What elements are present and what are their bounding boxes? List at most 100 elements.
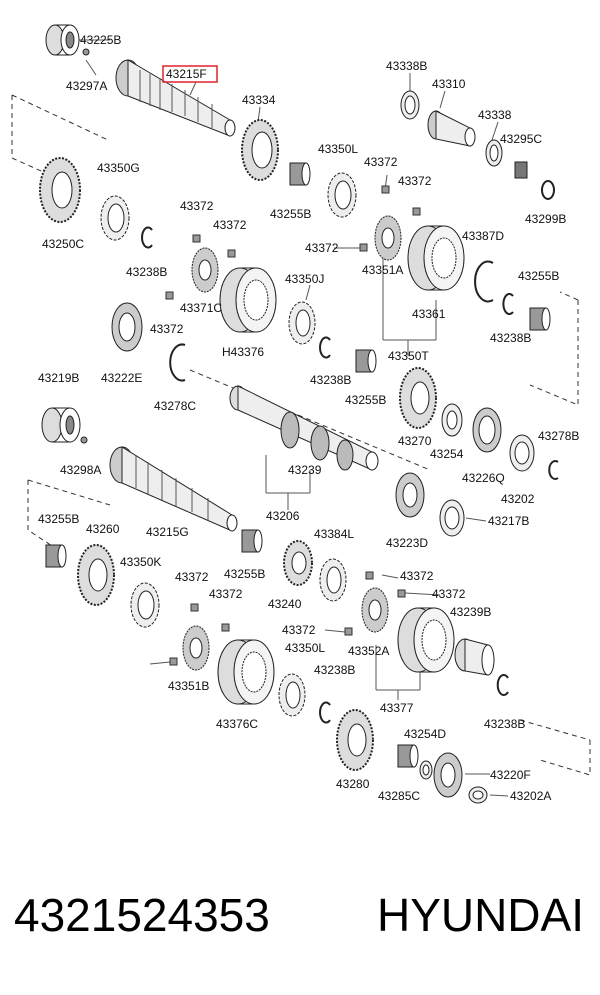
- part-label: 43202: [501, 492, 535, 506]
- leader-line: [305, 284, 311, 301]
- key-43372: [169, 657, 178, 666]
- part-label: 43372: [209, 587, 243, 601]
- shaft-43215F: [115, 59, 236, 137]
- part-label: 43361: [412, 307, 446, 321]
- part-label: 43351A: [362, 263, 403, 277]
- dashed-outline: [11, 94, 109, 141]
- part-label: 43384L: [314, 527, 354, 541]
- gear-43334: [241, 119, 279, 181]
- snap-ring-43278B: [548, 460, 559, 480]
- shaft-43239: [229, 385, 379, 471]
- part-label: 43225B: [80, 33, 121, 47]
- part-label: 43372: [150, 322, 184, 336]
- ring-43223D: [395, 472, 425, 518]
- part-label: 43238B: [126, 265, 167, 279]
- needle-bearing-43254D: [397, 744, 419, 768]
- hub-43371C: [191, 247, 219, 293]
- part-label: 43226Q: [462, 471, 505, 485]
- sleeve-43376C: [217, 639, 275, 705]
- part-label: 43223D: [386, 536, 428, 550]
- part-label: 43334: [242, 93, 276, 107]
- part-label: 43255B: [518, 269, 559, 283]
- key-43372: [359, 243, 368, 252]
- leader-line: [404, 592, 441, 596]
- part-label: 43250C: [42, 237, 84, 251]
- gear-43250C: [39, 157, 81, 223]
- sleeve-H43376: [219, 267, 277, 333]
- part-label: 43350T: [388, 349, 429, 363]
- needle-bearing-43255B-e: [241, 529, 263, 553]
- bearing-43225B: [45, 24, 80, 56]
- ring-43217B: [439, 499, 465, 537]
- part-label: 43285C: [378, 789, 420, 803]
- key-43372: [190, 603, 199, 612]
- hub-43351A: [374, 215, 402, 261]
- ring-43338: [485, 139, 503, 167]
- ring-43202A: [468, 786, 488, 804]
- pin-43297A: [82, 48, 90, 56]
- ring-43285C: [419, 760, 433, 780]
- shaft-43215G: [109, 446, 238, 532]
- dashed-outline: [519, 719, 591, 741]
- key-43372: [397, 589, 406, 598]
- part-label: 43351B: [168, 679, 209, 693]
- part-label: 43372: [180, 199, 214, 213]
- part-label: 43240: [268, 597, 302, 611]
- gear-43270: [399, 367, 437, 429]
- shaft-43310: [427, 110, 476, 147]
- hub-43351B: [182, 625, 210, 671]
- key-43372: [165, 291, 174, 300]
- part-label: 43372: [398, 174, 432, 188]
- part-label: 43215G: [146, 525, 189, 539]
- sync-ring-43350G: [100, 195, 130, 241]
- leader-line: [439, 90, 446, 109]
- leader-line: [381, 574, 399, 579]
- leader-lines: [78, 39, 509, 797]
- part-number: 4321524353: [14, 889, 270, 941]
- gear-43240: [283, 540, 313, 586]
- part-label: 43350L: [285, 641, 325, 655]
- hub-43352A: [361, 587, 389, 633]
- leader-line: [149, 661, 171, 665]
- highlight-box: [162, 65, 218, 83]
- part-label-highlighted: 43215F: [166, 67, 207, 81]
- ring-43254: [441, 403, 463, 437]
- needle-bearing-43255B-c: [355, 349, 377, 373]
- dashed-outline: [27, 480, 56, 549]
- snap-ring-43387D: [474, 260, 494, 303]
- sync-ring-43350J: [288, 301, 316, 345]
- pin-43298A: [80, 436, 88, 444]
- needle-bearing-43255B-b: [529, 307, 551, 331]
- part-label: 43352A: [348, 644, 389, 658]
- part-label: 43372: [432, 587, 466, 601]
- part-label: 43372: [400, 569, 434, 583]
- part-label: 43270: [398, 434, 432, 448]
- part-label: 43372: [282, 623, 316, 637]
- snap-ring-43238B: [319, 701, 331, 724]
- bearing-43219B: [41, 407, 81, 443]
- ring-43202: [509, 434, 535, 472]
- needle-bearing-43255B-d: [45, 544, 67, 568]
- part-label: 43295C: [500, 132, 542, 146]
- snap-ring-43278C: [169, 343, 186, 382]
- part-label: 43254D: [404, 727, 446, 741]
- dashed-outline: [559, 291, 579, 301]
- part-label: 43372: [364, 155, 398, 169]
- leader-line: [465, 517, 487, 522]
- needle-bearing-43255B-a: [289, 162, 311, 186]
- part-label: 43239: [288, 463, 322, 477]
- part-label: 43260: [86, 522, 120, 536]
- part-label: 43372: [305, 241, 339, 255]
- part-labels: 43225B 43297A 43215F 43338B 43310 43334 …: [38, 33, 579, 803]
- dashed-outline: [11, 95, 51, 176]
- part-label: 43372: [175, 570, 209, 584]
- key-43372: [192, 234, 201, 243]
- snap-ring-43238B: [319, 336, 331, 359]
- part-label: 43238B: [310, 373, 351, 387]
- part-label: 43220F: [490, 768, 531, 782]
- sync-ring-43350L-b: [278, 673, 306, 717]
- part-label: 43377: [380, 701, 414, 715]
- key-43372: [381, 185, 390, 194]
- part-label: 43255B: [38, 512, 79, 526]
- leader-line: [85, 59, 97, 76]
